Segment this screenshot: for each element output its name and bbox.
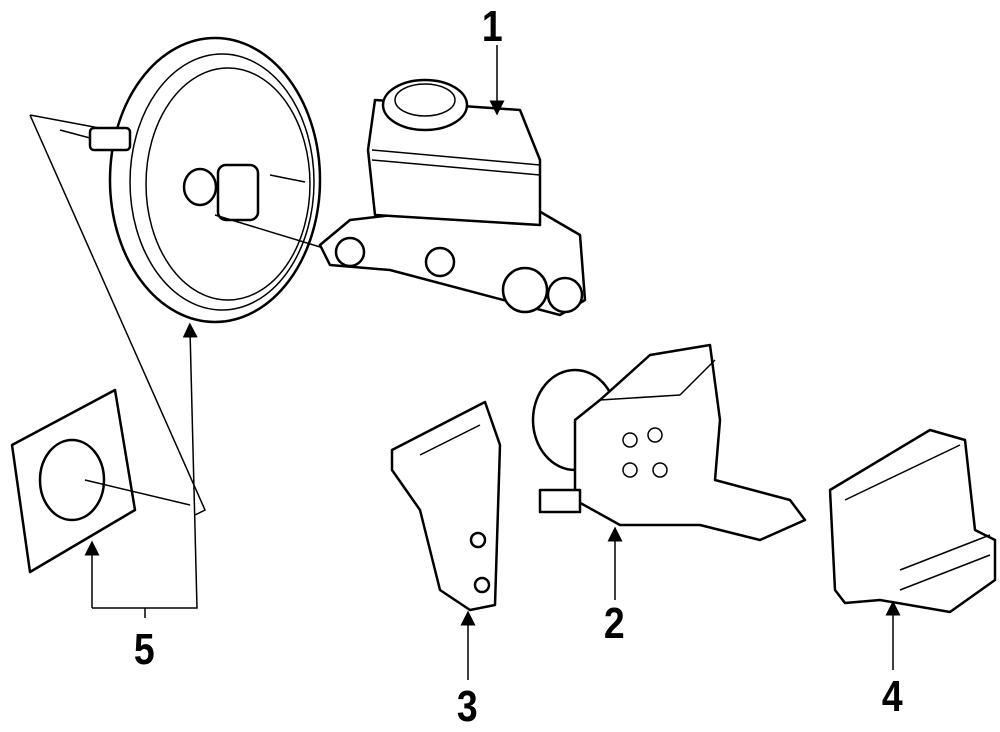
- booster-gasket: [10, 388, 191, 574]
- master-cylinder: [318, 78, 587, 317]
- leader-lines: [84, 45, 901, 680]
- brake-booster: [29, 36, 331, 516]
- abs-modulator: [531, 343, 807, 542]
- callout-4: 4: [881, 672, 903, 721]
- mounting-bracket: [390, 400, 502, 612]
- callout-5: 5: [133, 625, 155, 674]
- callout-2: 2: [603, 599, 625, 648]
- control-module: [828, 428, 997, 614]
- callout-3: 3: [456, 682, 478, 731]
- callout-1: 1: [481, 2, 503, 51]
